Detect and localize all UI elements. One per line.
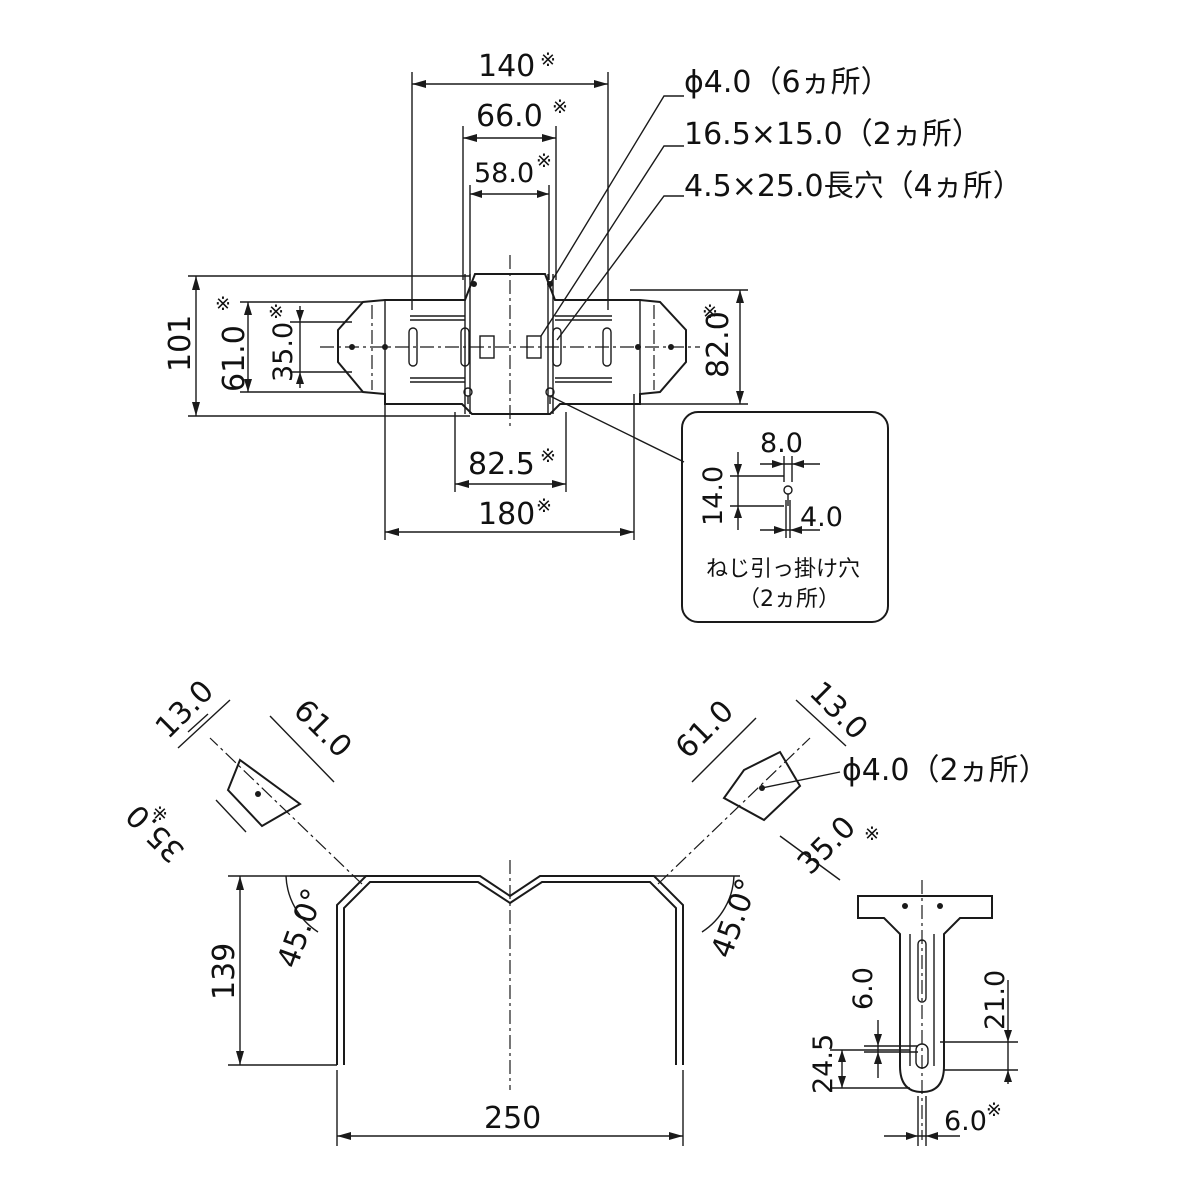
star-mark: ※: [540, 49, 556, 71]
ext-line: [187, 713, 209, 733]
angle-arc: [285, 875, 319, 933]
dim-21: 21.0: [980, 970, 1011, 1030]
round-hole: [635, 344, 641, 350]
callout-hole-top: ϕ4.0（6ヵ所）: [684, 65, 891, 100]
dim-61-right: 61.0: [669, 694, 741, 766]
callout-rect-hole: 16.5×15.0（2ヵ所）: [684, 117, 982, 152]
detail-label-count: （2ヵ所）: [738, 587, 840, 612]
leader-line: [540, 145, 684, 337]
detail-box: [681, 411, 889, 623]
round-hole: [668, 344, 674, 350]
dim-61-left: 61.0: [286, 693, 358, 765]
angle-arc: [701, 875, 735, 933]
dim-24-5: 24.5: [808, 1034, 839, 1094]
dim-58: 58.0: [474, 158, 534, 189]
leader-line: [549, 95, 684, 285]
face-detail-left: [226, 758, 302, 828]
star-mark: ※: [540, 445, 556, 467]
dim-line: [177, 699, 231, 749]
rect-hole: [479, 335, 495, 359]
slot-hole: [408, 327, 418, 367]
dim-45-right: 45.0°: [705, 874, 766, 963]
face-detail-right: [722, 750, 802, 822]
dim-4: 4.0: [800, 502, 843, 533]
round-hole: [471, 281, 477, 287]
leader-line: [549, 395, 685, 463]
callout-slot: 4.5×25.0長穴（4ヵ所）: [684, 169, 1023, 204]
dim-line: [269, 715, 335, 783]
dim-139: 139: [207, 943, 242, 1000]
dim-82: 82.0: [701, 311, 736, 378]
slot-hole: [552, 327, 562, 367]
star-mark: ※: [536, 150, 552, 172]
dim-82-5: 82.5: [468, 447, 535, 482]
side-view: 6.0 24.5 21.0 6.0 ※: [808, 880, 1018, 1146]
leader-line: [556, 195, 684, 341]
callout-hole-front: ϕ4.0（2ヵ所）: [842, 753, 1049, 788]
slot-hole: [915, 1043, 929, 1069]
round-hole: [902, 903, 908, 909]
star-mark: ※: [268, 301, 284, 323]
dim-101: 101: [163, 315, 198, 372]
projection-line: [657, 737, 811, 885]
dim-66: 66.0: [476, 99, 543, 134]
round-hole: [382, 344, 388, 350]
star-mark: ※: [536, 495, 552, 517]
star-mark: ※: [552, 96, 568, 118]
dim-8: 8.0: [760, 428, 803, 459]
dim-13-left: 13.0: [149, 674, 221, 746]
leader-line: [761, 771, 841, 789]
detail-label: ねじ引っ掛け穴: [706, 557, 860, 582]
dim-45-left: 45.0°: [271, 884, 332, 973]
dim-13-right: 13.0: [802, 675, 874, 747]
slot-hole: [460, 327, 470, 367]
bracket-outline-top: [337, 273, 687, 415]
dim-line: [795, 699, 847, 747]
rect-hole: [526, 335, 542, 359]
round-hole: [255, 791, 261, 797]
keyhole-detail: 8.0 14.0 4.0 ねじ引っ掛け穴 （2ヵ所）: [681, 411, 889, 623]
star-mark: ※: [215, 293, 231, 315]
dim-line: [215, 799, 247, 833]
star-mark: ※: [702, 301, 718, 323]
star-mark: ※: [864, 823, 880, 845]
dim-line: [691, 717, 757, 783]
front-view: 139 250 45.0° 45.0° 13.0 61.0 35.0 ※ 13: [120, 674, 1049, 1146]
top-view: 140 ※ 66.0 ※ 58.0 ※ 101 61.0 ※: [163, 49, 1023, 540]
star-mark: ※: [152, 803, 168, 825]
keyhole-hole: [463, 387, 473, 404]
dim-35-top: 35.0: [268, 322, 299, 382]
dim-line: [779, 835, 841, 881]
slot-hole: [602, 327, 612, 367]
dim-6-side: 6.0: [848, 967, 879, 1010]
round-hole: [349, 344, 355, 350]
star-mark: ※: [986, 1099, 1002, 1121]
keyhole-shape: [783, 485, 793, 495]
dim-250: 250: [484, 1101, 541, 1136]
dim-6-bottom: 6.0: [944, 1106, 987, 1137]
round-hole: [937, 903, 943, 909]
dim-140: 140: [478, 49, 535, 84]
dim-14: 14.0: [698, 466, 729, 526]
dim-180: 180: [478, 497, 535, 532]
slot-hole: [917, 939, 927, 1003]
dim-61-top: 61.0: [217, 325, 252, 392]
